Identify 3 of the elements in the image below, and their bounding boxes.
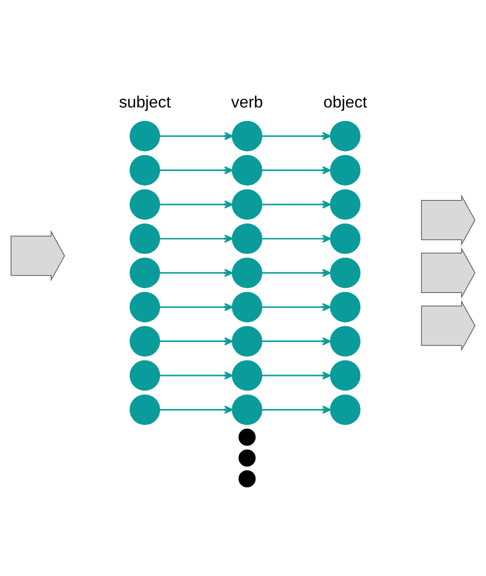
label: verb — [231, 93, 263, 112]
label: object — [323, 93, 368, 112]
label: subject — [118, 93, 171, 112]
